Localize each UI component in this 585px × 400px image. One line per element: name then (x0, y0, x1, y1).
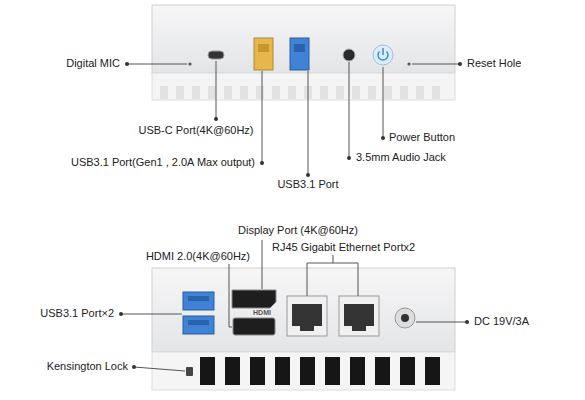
leader-lines (121, 61, 467, 371)
port-marking: HDMI (253, 309, 271, 317)
callout-label: USB3.1 Port(Gen1 , 2.0A Max output) (71, 156, 255, 169)
front-view (152, 5, 455, 100)
callout-label: DC 19V/3A (474, 315, 529, 328)
callout-label: RJ45 Gigabit Ethernet Portx2 (272, 241, 415, 254)
callout-label: Digital MIC (66, 57, 120, 70)
callout-label: 3.5mm Audio Jack (356, 151, 446, 164)
callout-label: Display Port (4K@60Hz) (238, 224, 358, 237)
callout-label: Reset Hole (467, 57, 521, 70)
callout-label: USB3.1 Port×2 (40, 307, 114, 320)
callout-label: USB3.1 Port (277, 178, 338, 191)
callout-label: HDMI 2.0(4K@60Hz) (146, 250, 250, 263)
leader-dots (119, 62, 469, 369)
callout-label: USB-C Port(4K@60Hz) (138, 124, 253, 137)
rear-view (152, 268, 455, 390)
callout-label: Power Button (389, 131, 455, 144)
callout-label: Kensington Lock (47, 360, 128, 373)
